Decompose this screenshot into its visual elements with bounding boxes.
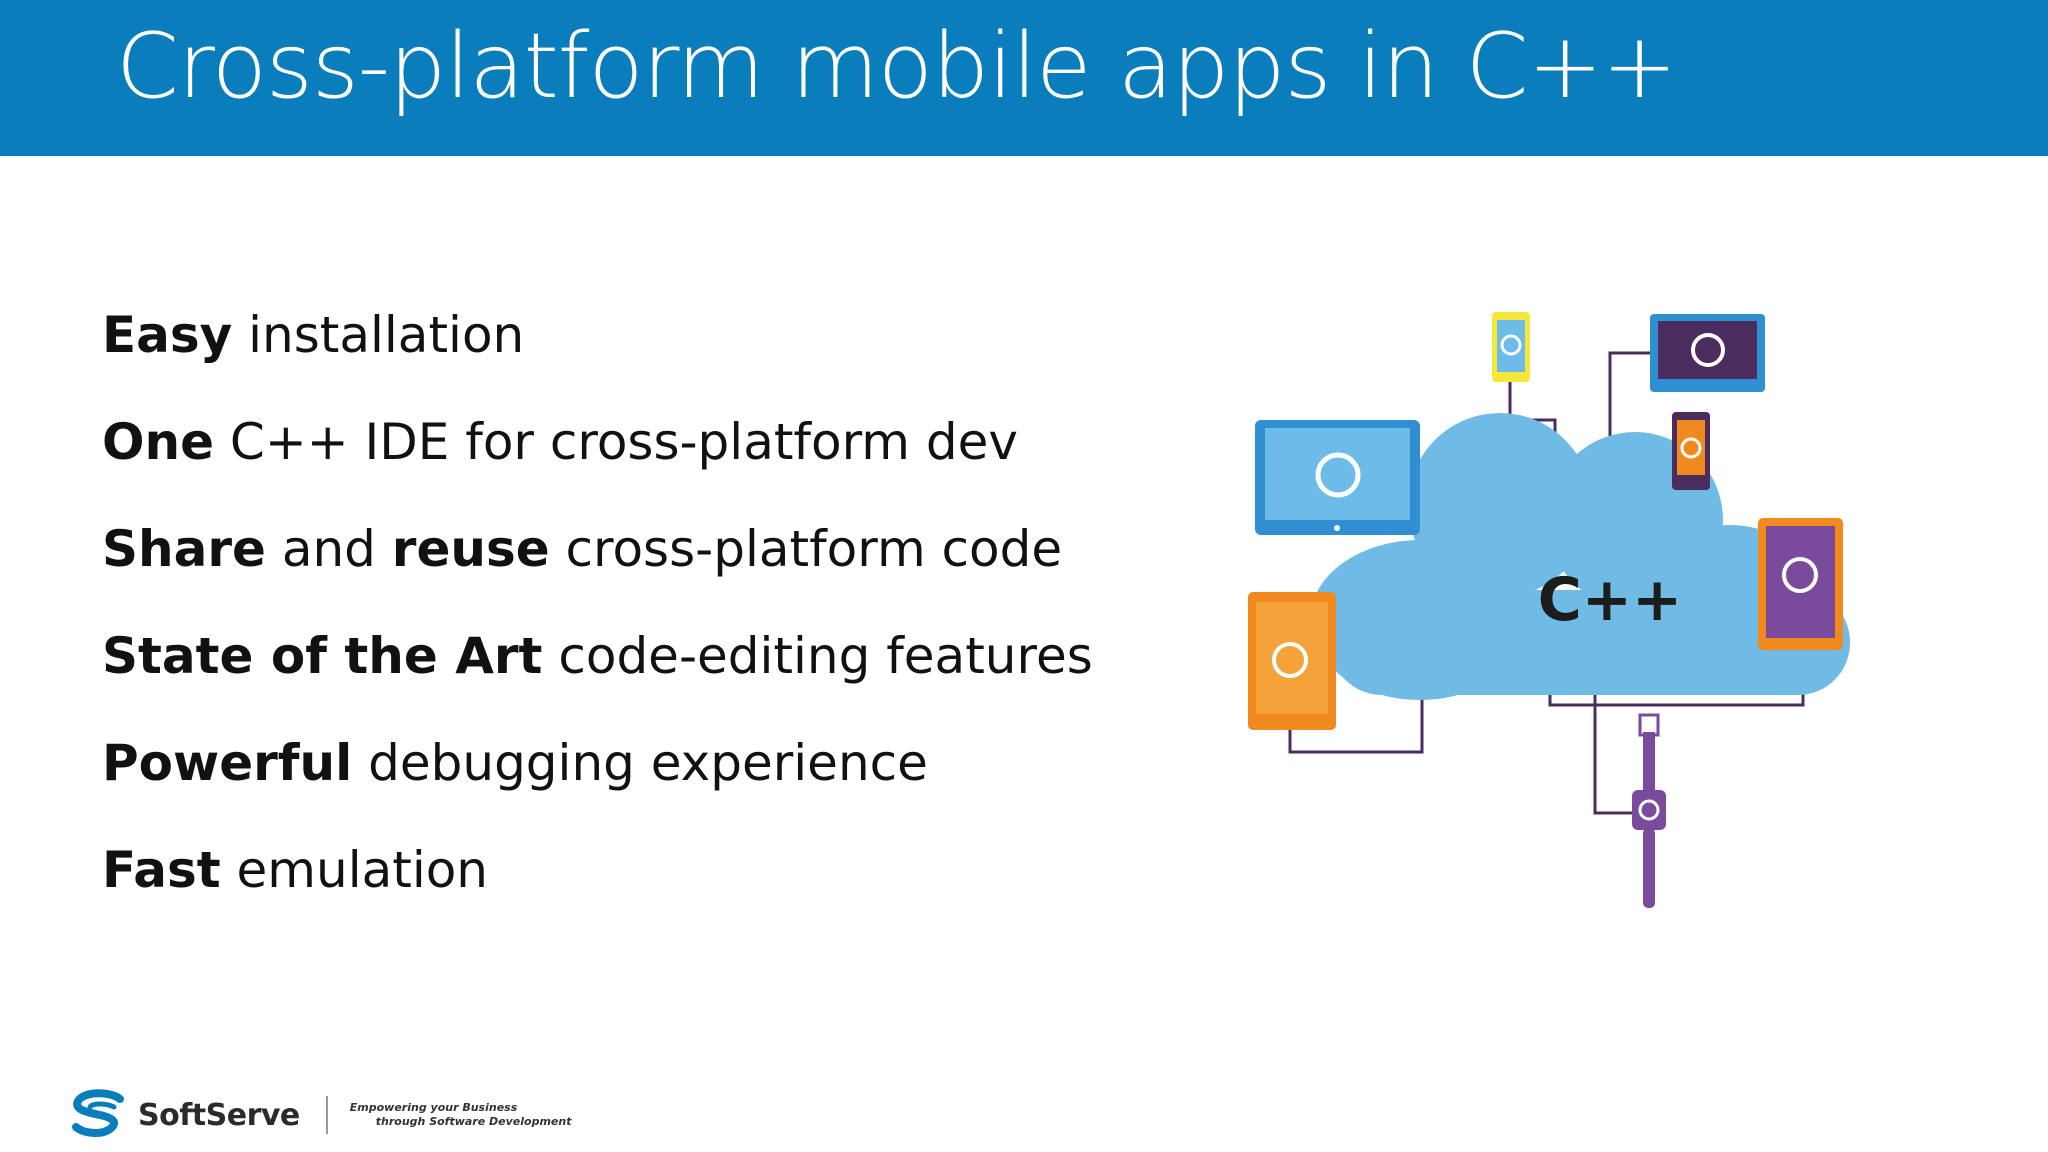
company-tagline: Empowering your Business through Softwar… (350, 1101, 572, 1129)
app-icon (1272, 642, 1308, 678)
app-icon (1315, 452, 1361, 498)
bullet-item: Powerful debugging experience (102, 728, 1093, 835)
footer: SoftServe Empowering your Business throu… (70, 1085, 571, 1145)
bullet-text: code-editing features (542, 627, 1093, 685)
bullet-item: One C++ IDE for cross-platform dev (102, 407, 1093, 514)
bullet-bold: Share (102, 520, 266, 578)
tablet-device-orange (1248, 592, 1336, 730)
bullet-text: installation (232, 306, 525, 364)
cross-platform-illustration: C++ (1248, 312, 1850, 908)
app-icon (1691, 333, 1725, 367)
app-icon (1638, 799, 1660, 821)
bullet-bold: Fast (102, 841, 221, 899)
bullet-text: emulation (220, 841, 488, 899)
softserve-logo-icon (72, 1089, 124, 1137)
tagline-line-2: through Software Development (375, 1115, 572, 1128)
footer-divider (325, 1096, 328, 1134)
bullet-text: and (265, 520, 392, 578)
phone-device-orange (1672, 412, 1710, 490)
bullet-item: Share and reuse cross-platform code (102, 514, 1093, 621)
bullet-bold: Powerful (102, 734, 353, 792)
bullet-item: State of the Art code-editing features (102, 621, 1093, 728)
bullet-item: Easy installation (102, 300, 1093, 407)
phone-device-yellow (1492, 312, 1530, 382)
bullet-bold: State of the Art (102, 627, 543, 685)
bullet-text: debugging experience (352, 734, 928, 792)
tagline-line-1: Empowering your Business (349, 1101, 518, 1114)
tablet-device-blue (1255, 420, 1420, 535)
app-icon (1782, 557, 1818, 593)
cloud-label: C++ (1538, 565, 1683, 635)
company-name: SoftServe (138, 1097, 300, 1133)
title-bar: Cross-platform mobile apps in C++ (0, 0, 2048, 156)
slide-title: Cross-platform mobile apps in C++ (116, 14, 1677, 119)
bullet-text: cross-platform code (549, 520, 1063, 578)
tablet-device-purple (1758, 518, 1843, 650)
smartwatch-device (1632, 713, 1666, 908)
tablet-device-landscape (1650, 314, 1765, 392)
app-icon (1500, 334, 1522, 356)
bullet-bold: Easy (102, 306, 233, 364)
bullet-bold: One (102, 413, 215, 471)
bullet-list: Easy installation One C++ IDE for cross-… (102, 300, 1093, 942)
bullet-item: Fast emulation (102, 835, 1093, 942)
app-icon (1680, 437, 1702, 459)
bullet-text: C++ IDE for cross-platform dev (214, 413, 1018, 471)
bullet-bold: reuse (391, 520, 550, 578)
